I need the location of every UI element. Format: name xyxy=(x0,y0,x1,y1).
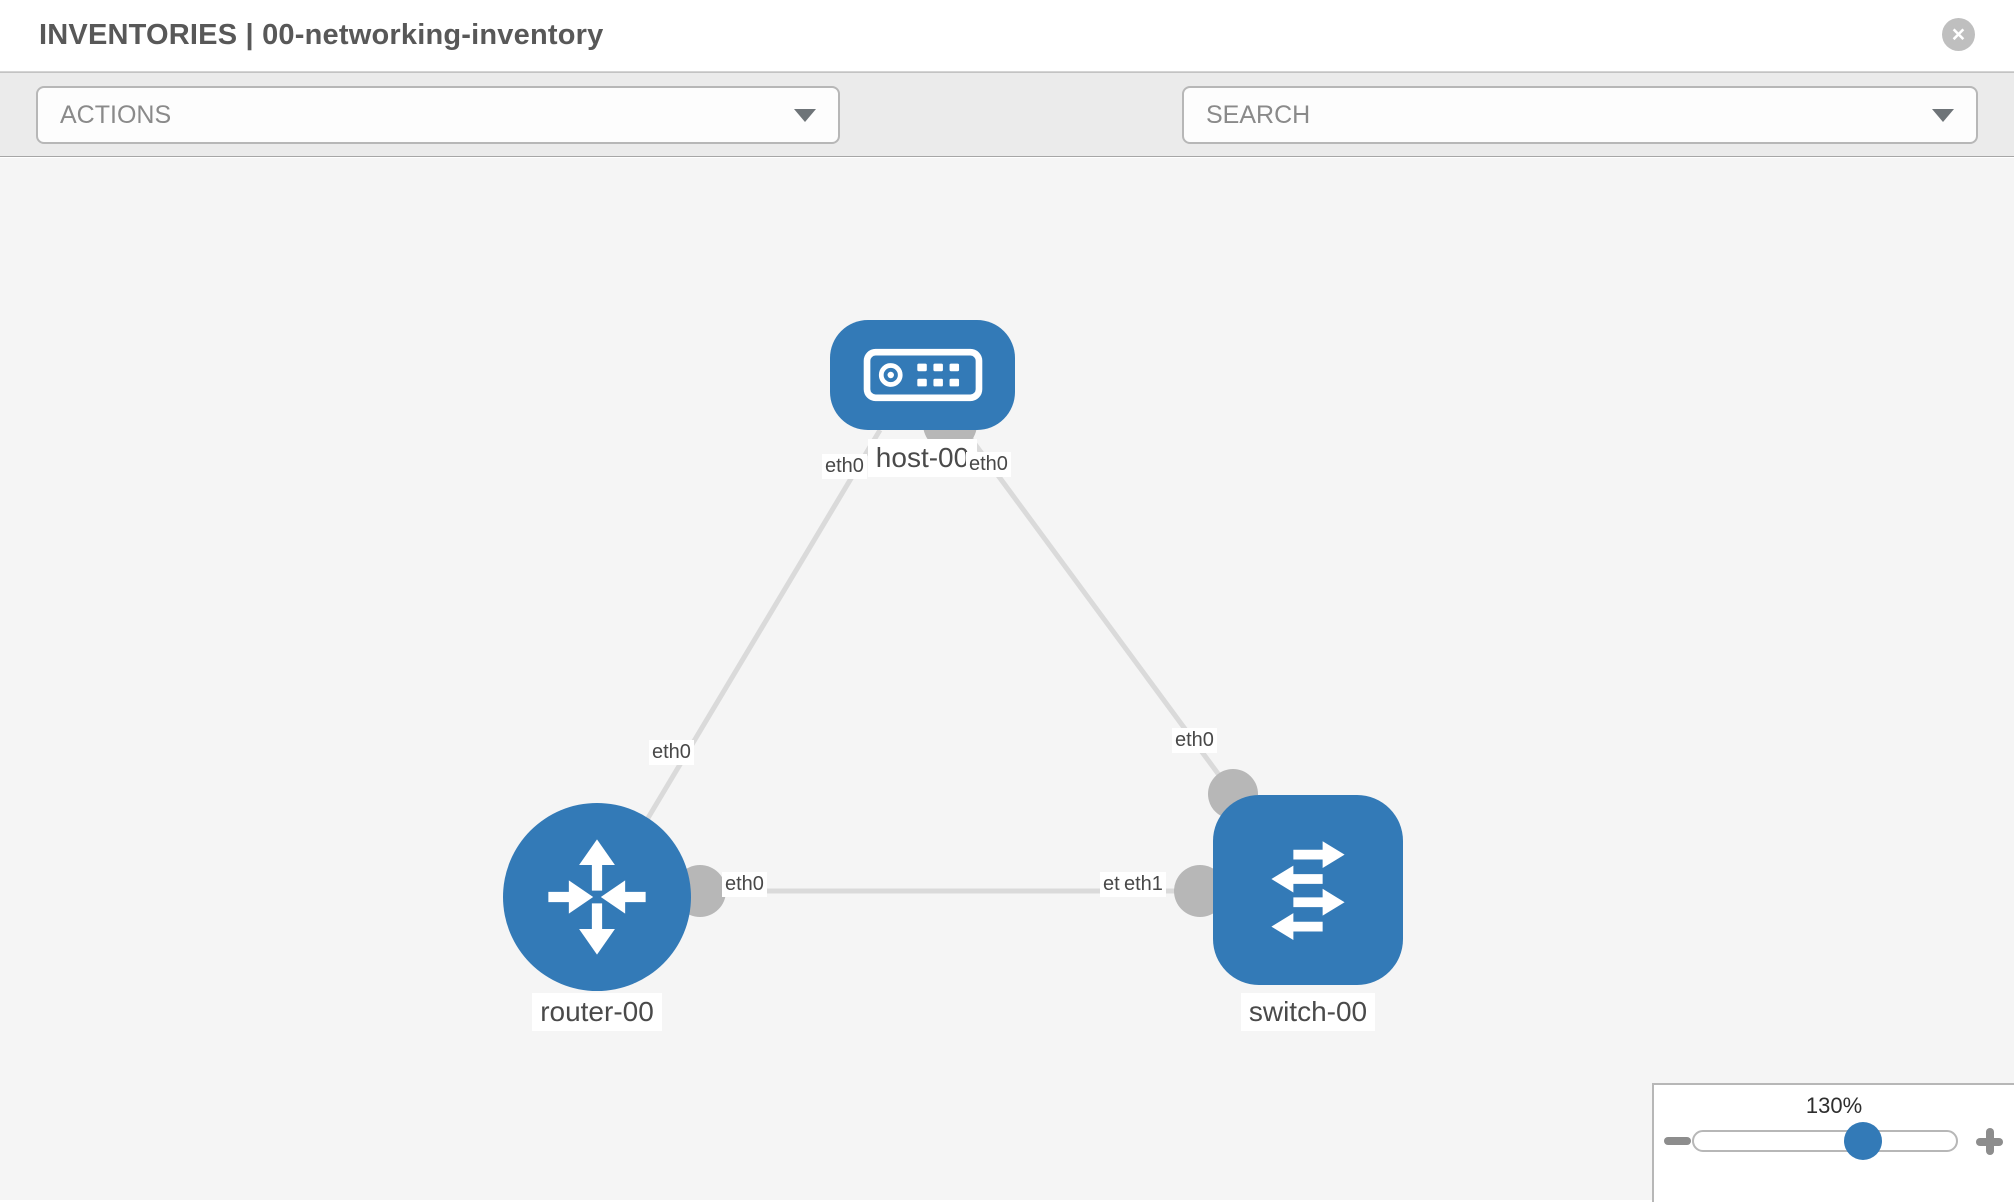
node-switch-00[interactable] xyxy=(1213,795,1403,985)
close-button[interactable]: × xyxy=(1942,18,1975,51)
zoom-slider-handle[interactable] xyxy=(1844,1122,1882,1160)
chevron-down-icon xyxy=(794,109,816,122)
switch-icon xyxy=(1271,841,1345,941)
links-layer xyxy=(642,397,1258,917)
zoom-level-value: 130% xyxy=(1805,1093,1863,1118)
close-icon: × xyxy=(1951,21,1966,47)
plus-icon xyxy=(1986,1128,1994,1155)
chevron-down-icon xyxy=(1932,109,1954,122)
zoom-in-button[interactable] xyxy=(1976,1128,2003,1155)
actions-dropdown-label: ACTIONS xyxy=(60,100,172,129)
link-host-switch[interactable] xyxy=(963,430,1236,796)
search-dropdown-label: SEARCH xyxy=(1206,100,1311,129)
node-router-00[interactable] xyxy=(503,803,691,991)
zoom-out-button[interactable] xyxy=(1664,1137,1691,1145)
topology-canvas[interactable]: host-00 router-00 switch-00 eth0 eth0 et… xyxy=(0,158,2014,1202)
page-title: INVENTORIES | 00-networking-inventory xyxy=(39,19,604,51)
host-icon xyxy=(863,348,982,402)
actions-dropdown[interactable]: ACTIONS xyxy=(36,86,840,144)
zoom-panel: 130% xyxy=(1652,1083,2014,1202)
search-dropdown[interactable]: SEARCH xyxy=(1182,86,1978,144)
node-host-00[interactable] xyxy=(830,320,1015,430)
router-icon xyxy=(548,839,646,955)
header-bar: INVENTORIES | 00-networking-inventory × xyxy=(0,0,2014,72)
zoom-slider-track[interactable] xyxy=(1692,1130,1958,1152)
link-host-router[interactable] xyxy=(642,428,883,825)
toolbar: ACTIONS SEARCH xyxy=(0,72,2014,207)
